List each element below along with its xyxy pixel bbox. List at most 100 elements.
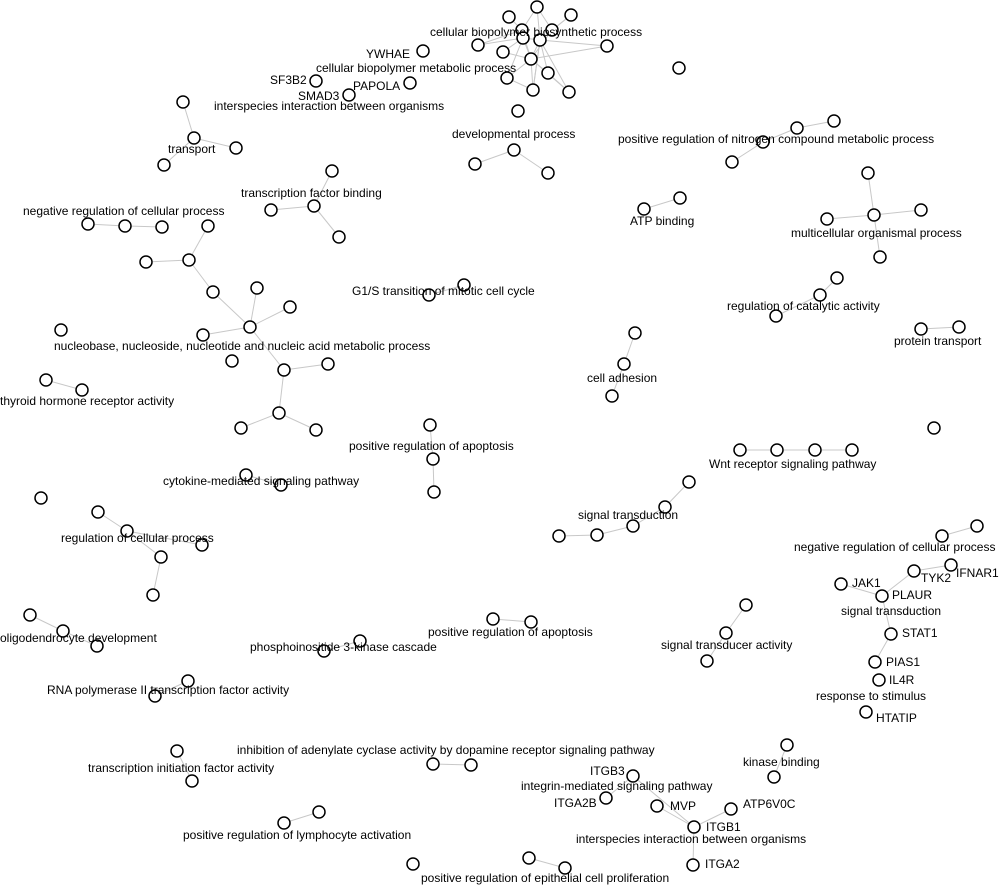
node[interactable] (342, 88, 356, 102)
node[interactable] (935, 529, 949, 543)
node[interactable] (148, 689, 162, 703)
node[interactable] (719, 626, 733, 640)
node[interactable] (309, 74, 323, 88)
node[interactable] (907, 564, 921, 578)
node[interactable] (541, 166, 555, 180)
node[interactable] (176, 95, 190, 109)
node[interactable] (277, 816, 291, 830)
node[interactable] (332, 230, 346, 244)
node[interactable] (500, 71, 514, 85)
node[interactable] (516, 31, 530, 45)
node[interactable] (155, 220, 169, 234)
node[interactable] (154, 550, 168, 564)
node[interactable] (558, 861, 572, 875)
node[interactable] (952, 320, 966, 334)
node[interactable] (181, 674, 195, 688)
node[interactable] (502, 10, 516, 24)
node[interactable] (767, 770, 781, 784)
node[interactable] (457, 278, 471, 292)
node[interactable] (196, 328, 210, 342)
node[interactable] (309, 423, 323, 437)
node[interactable] (600, 39, 614, 53)
node[interactable] (780, 738, 794, 752)
node[interactable] (427, 485, 441, 499)
node[interactable] (54, 323, 68, 337)
node[interactable] (118, 219, 132, 233)
node[interactable] (146, 588, 160, 602)
node[interactable] (672, 61, 686, 75)
node[interactable] (272, 406, 286, 420)
node[interactable] (687, 820, 701, 834)
node[interactable] (590, 528, 604, 542)
node[interactable] (628, 326, 642, 340)
node[interactable] (873, 250, 887, 264)
node[interactable] (75, 383, 89, 397)
node[interactable] (317, 644, 331, 658)
node[interactable] (39, 373, 53, 387)
node[interactable] (733, 443, 747, 457)
node[interactable] (321, 357, 335, 371)
node[interactable] (944, 558, 958, 572)
node[interactable] (875, 589, 889, 603)
node[interactable] (277, 363, 291, 377)
node[interactable] (274, 478, 288, 492)
node[interactable] (650, 799, 664, 813)
node[interactable] (682, 475, 696, 489)
node[interactable] (541, 66, 555, 80)
node[interactable] (700, 654, 714, 668)
node[interactable] (264, 203, 278, 217)
node[interactable] (34, 491, 48, 505)
node[interactable] (564, 8, 578, 22)
node[interactable] (562, 85, 576, 99)
node[interactable] (626, 769, 640, 783)
node[interactable] (739, 598, 753, 612)
node[interactable] (234, 421, 248, 435)
node[interactable] (325, 164, 339, 178)
node[interactable] (182, 253, 196, 267)
node[interactable] (770, 443, 784, 457)
node[interactable] (423, 418, 437, 432)
node[interactable] (524, 615, 538, 629)
node[interactable] (914, 203, 928, 217)
node[interactable] (526, 83, 540, 97)
node[interactable] (422, 288, 436, 302)
node[interactable] (471, 38, 485, 52)
node[interactable] (834, 577, 848, 591)
node[interactable] (416, 44, 430, 58)
node[interactable] (605, 389, 619, 403)
node[interactable] (599, 791, 613, 805)
node[interactable] (867, 208, 881, 222)
node[interactable] (229, 141, 243, 155)
node[interactable] (81, 217, 95, 231)
node[interactable] (522, 851, 536, 865)
node[interactable] (195, 538, 209, 552)
node[interactable] (790, 121, 804, 135)
node[interactable] (312, 805, 326, 819)
node[interactable] (464, 758, 478, 772)
node[interactable] (511, 104, 525, 118)
node[interactable] (927, 421, 941, 435)
node[interactable] (686, 858, 700, 872)
node[interactable] (486, 612, 500, 626)
node[interactable] (170, 744, 184, 758)
node[interactable] (830, 271, 844, 285)
node[interactable] (468, 157, 482, 171)
node[interactable] (120, 524, 134, 538)
node[interactable] (243, 320, 257, 334)
node[interactable] (868, 655, 882, 669)
node[interactable] (307, 199, 321, 213)
node[interactable] (827, 114, 841, 128)
node[interactable] (637, 202, 651, 216)
node[interactable] (250, 281, 264, 295)
node[interactable] (225, 354, 239, 368)
node[interactable] (406, 857, 420, 871)
node[interactable] (658, 500, 672, 514)
node[interactable] (769, 309, 783, 323)
node[interactable] (185, 774, 199, 788)
node[interactable] (426, 452, 440, 466)
node[interactable] (545, 23, 559, 37)
node[interactable] (872, 673, 886, 687)
node[interactable] (725, 155, 739, 169)
node[interactable] (23, 608, 37, 622)
node[interactable] (90, 639, 104, 653)
